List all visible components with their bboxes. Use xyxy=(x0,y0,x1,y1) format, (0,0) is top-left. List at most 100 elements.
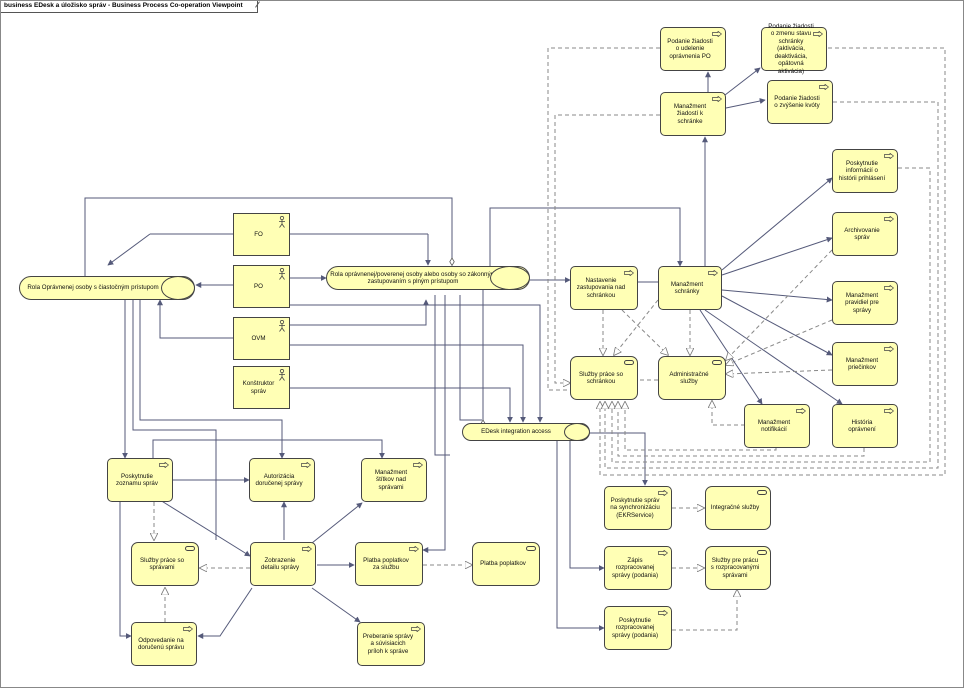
actor-icon xyxy=(279,320,285,332)
process-manazment-priecinkov[interactable]: Manažment priečinkov xyxy=(832,342,898,386)
process-manazment-pravidiel[interactable]: Manažment pravidiel pre správy xyxy=(832,281,898,325)
actor-konstruktor[interactable]: Konštruktor správ xyxy=(233,366,290,409)
process-arrow-icon xyxy=(884,408,894,414)
process-platba-poplatkov-sluzbu[interactable]: Platba poplatkov za službu xyxy=(355,542,423,586)
real-archiv-admin xyxy=(726,249,833,360)
process-label: História oprávnení xyxy=(848,418,876,433)
process-label: Archivovanie správ xyxy=(844,226,880,241)
flow-edesk-zapis xyxy=(569,440,605,571)
process-manazment-ziadosti[interactable]: Manažment žiadostí k schránke xyxy=(660,92,726,136)
process-arrow-icon xyxy=(183,626,193,632)
flow-rola-platba xyxy=(422,295,446,553)
service-rozpracovane[interactable]: Služby pre prácu s rozpracovanými správa… xyxy=(705,546,771,590)
process-label: Odpovedanie na doručenú správu xyxy=(137,636,185,651)
process-manazment-stitkov[interactable]: Manažment štítkov nad správami xyxy=(361,458,427,502)
actor-icon xyxy=(279,268,285,280)
process-podanie-zmena-stavu[interactable]: Podanie žiadosti o zmenu stavu schránky … xyxy=(761,23,827,75)
service-sluzby-spravami[interactable]: Služby práce so správami xyxy=(131,542,199,586)
service-integracne[interactable]: Integračné služby xyxy=(705,486,771,530)
process-nastavenie-zastupovania[interactable]: Nastavenie zastupovania nad schránkou xyxy=(570,266,638,310)
process-odpovedanie[interactable]: Odpovedanie na doručenú správu xyxy=(131,622,197,666)
flow-rola-schranka xyxy=(489,207,683,280)
process-podanie-kvota[interactable]: Podanie žiadosti o zvýšenie kvóty xyxy=(767,80,833,124)
service-label: Administračné služby xyxy=(669,370,709,385)
role-zastupovanie-label: Rola oprávnenej/poverenej osoby alebo os… xyxy=(330,270,496,285)
flow-ziadosti-kvota xyxy=(725,98,766,109)
process-label: Zápis rozpracovanej správy (podania) xyxy=(611,556,659,579)
flow-rola-stitky2 xyxy=(434,295,450,456)
actor-fo[interactable]: FO xyxy=(233,213,290,256)
role-edesk-access-label: EDesk integration access xyxy=(481,428,551,436)
process-label: Autorizácia doručenej správy xyxy=(255,472,303,487)
service-icon xyxy=(757,490,767,495)
process-preberanie[interactable]: Preberanie správy a súvisiacich príloh k… xyxy=(357,622,425,666)
flow-ovm-rola xyxy=(157,299,233,339)
process-poskytnutie-rozpracovanej[interactable]: Poskytnutie rozpracovanej správy (podani… xyxy=(604,606,672,650)
actor-po[interactable]: PO xyxy=(233,265,290,308)
real-historia-schrankou xyxy=(612,167,931,463)
process-label: Manažment priečinkov xyxy=(845,356,879,371)
real-kvota-schrankou xyxy=(605,101,939,469)
flow-schranka-historia-opr xyxy=(704,309,843,405)
flow-ziadosti-stav xyxy=(724,67,761,96)
role-opravnena-osoba[interactable]: Rola Oprávnenej osoby s čiastočným príst… xyxy=(19,276,195,300)
process-label: Manažment schránky xyxy=(670,280,704,295)
role-cap-icon xyxy=(564,423,590,441)
process-arrow-icon xyxy=(658,550,668,556)
role-edesk-access[interactable]: EDesk integration access xyxy=(462,423,590,441)
service-icon xyxy=(185,546,195,551)
process-label: Podanie žiadosti o zmenu stavu schránky … xyxy=(768,23,814,75)
process-zapis-rozpracovanej[interactable]: Zápis rozpracovanej správy (podania) xyxy=(604,546,672,590)
process-arrow-icon xyxy=(301,462,311,468)
process-label: Podanie žiadosti o zvýšenie kvóty xyxy=(774,94,820,109)
actor-po-label: PO xyxy=(254,282,263,290)
process-arrow-icon xyxy=(413,462,423,468)
process-label: Platba poplatkov za službu xyxy=(363,556,409,571)
process-label: Zobrazenie detailu správy xyxy=(260,556,300,571)
role-cap-icon xyxy=(161,276,195,300)
service-label: Integračné služby xyxy=(710,504,760,512)
actor-ovm[interactable]: OVM xyxy=(233,317,290,360)
flow-rola-stitky xyxy=(152,439,385,459)
process-label: Poskytnutie rozpracovanej správy (podani… xyxy=(611,616,659,639)
process-historia-opravneni[interactable]: História oprávnení xyxy=(832,404,898,448)
process-podanie-opravnenia[interactable]: Podanie žiadosti o udelenie oprávnenia P… xyxy=(660,27,726,71)
process-label: Preberanie správy a súvisiacich príloh k… xyxy=(362,632,414,655)
process-manazment-schranky[interactable]: Manažment schránky xyxy=(658,266,722,310)
flow-fo-rola-left xyxy=(107,233,151,266)
process-arrow-icon xyxy=(884,216,894,222)
service-icon xyxy=(757,550,767,555)
service-administracne[interactable]: Administračné služby xyxy=(658,356,726,400)
flow-zoznam-zobrazenie xyxy=(159,499,251,557)
flow-ovm-edesk xyxy=(290,344,526,423)
service-sluzby-schrankou[interactable]: Služby práce so schránkou xyxy=(570,356,638,400)
process-poskytnutie-historie[interactable]: Poskytnutie informácií o histórii prihlá… xyxy=(832,149,898,193)
process-label: Manažment žiadostí k schránke xyxy=(673,102,707,125)
flow-rola-autorizacia xyxy=(139,300,285,459)
flow-konstruktor-edesk xyxy=(290,387,513,423)
role-zastupovanie[interactable]: Rola oprávnenej/poverenej osoby alebo os… xyxy=(326,266,530,290)
process-manazment-notifikacii[interactable]: Manažment notifikácií xyxy=(744,404,810,448)
real-nastavenie-admin xyxy=(621,309,668,355)
diagram-title: business EDesk a úložisko správ - Busine… xyxy=(0,0,258,13)
service-icon xyxy=(712,360,722,365)
process-poskytnutie-zoznamu[interactable]: Poskytnutie zoznamu správ xyxy=(107,458,173,502)
actor-icon xyxy=(279,369,285,381)
service-platba-poplatkov[interactable]: Platba poplatkov xyxy=(472,542,540,586)
flow-schranka-archivovanie xyxy=(721,236,833,276)
flow-zobrazenie-odpovedanie xyxy=(197,587,253,639)
flow-po-edesk xyxy=(290,304,543,423)
process-label: Podanie žiadosti o udelenie oprávnenia P… xyxy=(667,37,713,60)
process-autorizacia[interactable]: Autorizácia doručenej správy xyxy=(249,458,315,502)
service-label: Platba poplatkov xyxy=(480,560,526,568)
process-archivovanie[interactable]: Archivovanie správ xyxy=(832,212,898,256)
process-arrow-icon xyxy=(159,462,169,468)
real-notif-admin xyxy=(712,401,745,426)
process-poskytnutie-synchronizaciu[interactable]: Poskytnutie správ na synchronizáciu (EKR… xyxy=(604,486,672,530)
process-zobrazenie-detailu[interactable]: Zobrazenie detailu správy xyxy=(250,542,316,586)
real-priecinky-admin xyxy=(726,369,833,374)
service-label: Služby práce so schránkou xyxy=(578,370,624,385)
process-label: Nastavenie zastupovania nad schránkou xyxy=(576,276,626,299)
